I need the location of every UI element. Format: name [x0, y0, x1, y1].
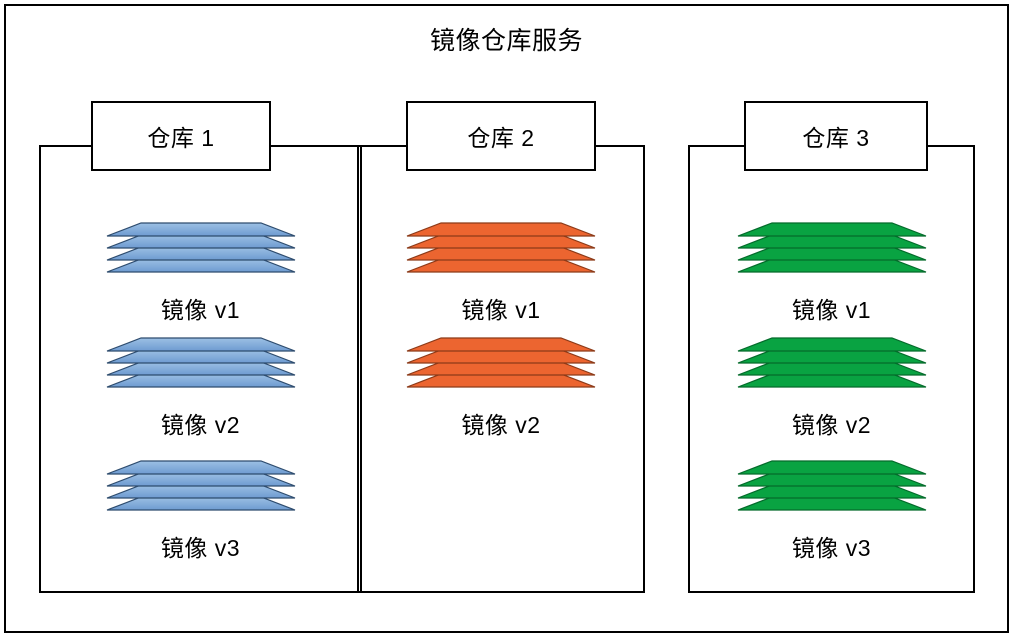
- image-label: 镜像 v2: [461, 412, 541, 438]
- image-item-3-3[interactable]: 镜像 v3: [688, 460, 975, 563]
- image-label: 镜像 v2: [160, 412, 241, 438]
- image-label: 镜像 v3: [791, 535, 872, 561]
- image-layers-icon: [106, 337, 295, 403]
- repository-group-1[interactable]: 仓库 1 镜像 v1 镜像 v2 镜像 v3: [39, 101, 362, 593]
- image-item-2-2[interactable]: 镜像 v2: [357, 337, 645, 440]
- image-layers-icon: [737, 337, 926, 403]
- repository-title-2: 仓库 2: [406, 101, 596, 171]
- repository-group-3[interactable]: 仓库 3 镜像 v1 镜像 v2 镜像 v3: [688, 101, 975, 593]
- image-layers-icon: [406, 222, 596, 288]
- image-label: 镜像 v2: [791, 412, 872, 438]
- service-title: 镜像仓库服务: [429, 27, 583, 55]
- image-label: 镜像 v1: [461, 297, 541, 323]
- repository-title-3: 仓库 3: [744, 101, 928, 171]
- image-item-1-3[interactable]: 镜像 v3: [39, 460, 362, 563]
- image-layers-icon: [106, 222, 295, 288]
- image-item-3-1[interactable]: 镜像 v1: [688, 222, 975, 325]
- repository-group-2[interactable]: 仓库 2 镜像 v1 镜像 v2: [357, 101, 645, 593]
- image-label: 镜像 v1: [160, 297, 241, 323]
- image-label: 镜像 v1: [791, 297, 872, 323]
- image-item-1-1[interactable]: 镜像 v1: [39, 222, 362, 325]
- image-item-3-2[interactable]: 镜像 v2: [688, 337, 975, 440]
- image-label: 镜像 v3: [160, 535, 241, 561]
- image-layers-icon: [737, 460, 926, 526]
- image-layers-icon: [737, 222, 926, 288]
- image-layers-icon: [106, 460, 295, 526]
- image-layers-icon: [406, 337, 596, 403]
- image-item-2-1[interactable]: 镜像 v1: [357, 222, 645, 325]
- image-item-1-2[interactable]: 镜像 v2: [39, 337, 362, 440]
- repository-title-1: 仓库 1: [91, 101, 271, 171]
